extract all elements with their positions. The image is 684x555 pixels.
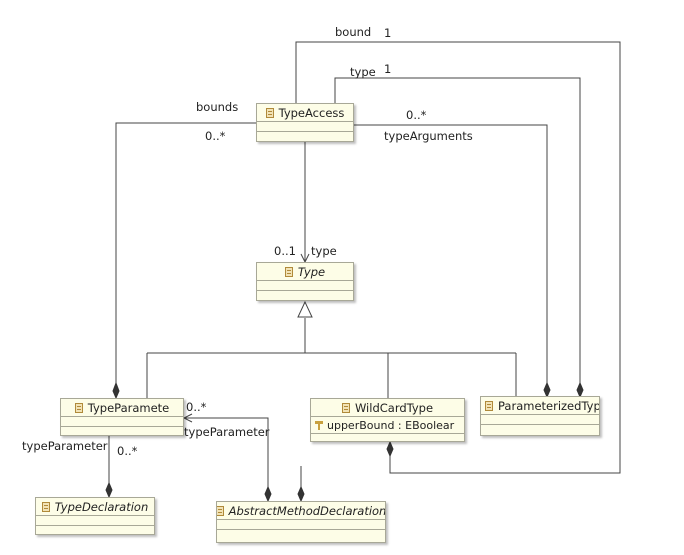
label-type-arguments: typeArguments [384, 129, 473, 143]
class-type-access[interactable]: TypeAccess [256, 103, 354, 142]
methoddeclaration-stub-diamond [297, 485, 305, 503]
label-bounds-multiplicity: 0..* [205, 129, 226, 143]
label-type-top: type [350, 65, 376, 79]
class-icon [41, 501, 50, 512]
attributes-compartment [257, 281, 353, 291]
type-arguments-diamond [543, 381, 551, 399]
operations-compartment [36, 526, 154, 535]
attributes-compartment [217, 520, 385, 530]
label-bound-multiplicity: 1 [384, 26, 392, 40]
type-association [334, 77, 581, 383]
class-type-name: Type [297, 264, 326, 279]
class-type-parameter[interactable]: TypeParamete [60, 398, 184, 436]
typedeclaration-diamond [105, 481, 113, 499]
class-type-declaration-name: TypeDeclaration [54, 499, 149, 514]
label-type-arguments-multiplicity: 0..* [406, 108, 427, 122]
class-parameterized-type[interactable]: ParameterizedTyp [480, 396, 600, 436]
attributes-compartment [257, 122, 353, 132]
bounds-diamond [112, 381, 120, 400]
attributes-compartment [481, 415, 599, 425]
class-type-access-header: TypeAccess [257, 104, 353, 122]
operations-compartment [311, 434, 464, 443]
class-type-parameter-header: TypeParamete [61, 399, 183, 417]
generalization-triangle [297, 300, 313, 318]
attribute-icon [315, 420, 323, 430]
class-type-header: Type [257, 263, 353, 281]
label-type-top-multiplicity: 1 [384, 62, 392, 76]
operations-compartment [217, 530, 385, 539]
class-parameterized-type-name: ParameterizedTyp [498, 398, 599, 413]
label-type-role: type [311, 244, 337, 258]
class-abstract-method-declaration-name: AbstractMethodDeclaration [228, 503, 385, 518]
class-type-declaration-header: TypeDeclaration [36, 498, 154, 516]
operations-compartment [257, 291, 353, 300]
operations-compartment [61, 427, 183, 436]
class-type[interactable]: Type [256, 262, 354, 301]
class-parameterized-type-header: ParameterizedTyp [481, 397, 599, 415]
label-typeparameter-multiplicity-left: 0..* [117, 444, 138, 458]
methoddeclaration-typeparameter-arrow [182, 413, 193, 423]
attributes-compartment [61, 417, 183, 427]
attribute-upper-bound-text: upperBound : EBoolear [327, 418, 455, 432]
label-typeparameter-multiplicity-right: 0..* [186, 400, 207, 414]
methoddeclaration-typeparameter-line [184, 417, 269, 490]
operations-compartment [481, 425, 599, 434]
class-wild-card-type-header: WildCardType [311, 399, 464, 417]
class-wild-card-type-name: WildCardType [354, 400, 434, 415]
class-icon [217, 505, 224, 516]
operations-compartment [257, 132, 353, 141]
bound-diamond [386, 440, 394, 458]
class-type-access-name: TypeAccess [278, 105, 345, 120]
bound-association [295, 41, 621, 474]
attribute-upper-bound[interactable]: upperBound : EBoolear [311, 417, 464, 434]
class-icon [284, 266, 293, 277]
attributes-compartment [36, 516, 154, 526]
class-wild-card-type[interactable]: WildCardType upperBound : EBoolear [310, 398, 465, 442]
label-bounds: bounds [196, 100, 239, 114]
class-type-declaration[interactable]: TypeDeclaration [35, 497, 155, 535]
class-icon [265, 107, 274, 118]
class-abstract-method-declaration[interactable]: AbstractMethodDeclaration [216, 501, 386, 543]
class-abstract-method-declaration-header: AbstractMethodDeclaration [217, 502, 385, 520]
label-typeparameter-role-left: typeParameter [22, 439, 108, 453]
type-arguments-association [354, 124, 548, 383]
class-icon [341, 402, 350, 413]
class-type-parameter-name: TypeParamete [87, 400, 170, 415]
class-icon [74, 402, 83, 413]
bounds-association [115, 122, 256, 383]
label-bound: bound [335, 25, 372, 39]
type-diamond [576, 381, 584, 399]
label-typeparameter-role-right: typeParameter [184, 425, 270, 439]
class-icon [485, 400, 493, 411]
label-type-multiplicity: 0..1 [274, 244, 296, 258]
methoddeclaration-diamond [264, 485, 272, 503]
